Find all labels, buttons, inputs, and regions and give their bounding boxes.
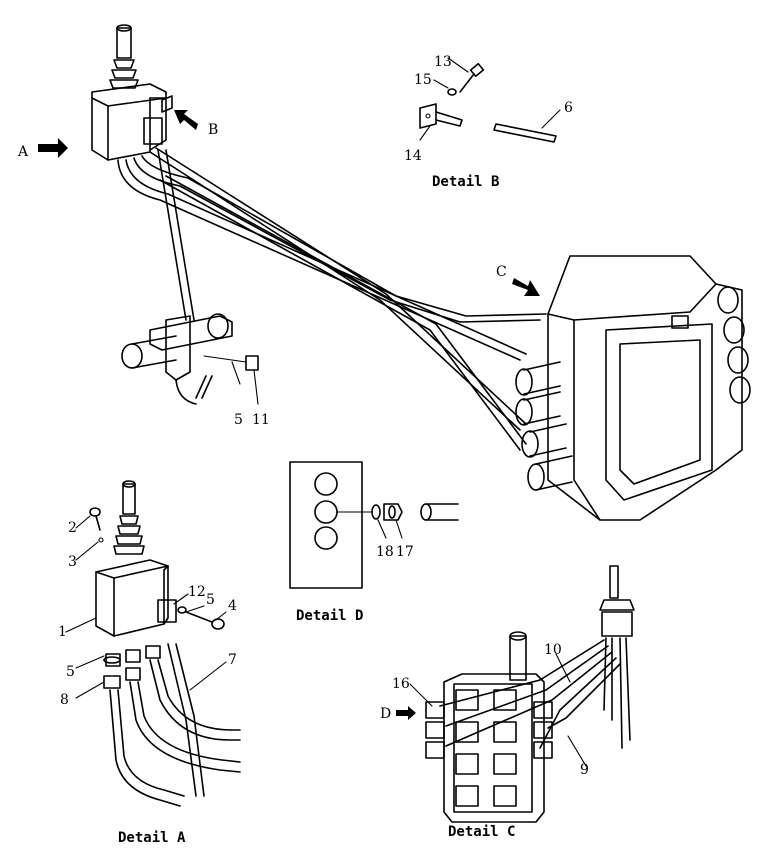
part-label-7: 7 (228, 652, 237, 668)
part-label-6: 6 (564, 100, 573, 116)
detail-c (409, 565, 635, 823)
view-label-a: A (17, 144, 29, 160)
hoses-detail-c (439, 639, 621, 749)
part-label-1: 1 (58, 624, 67, 640)
mounting-bracket (121, 313, 259, 405)
screw-2 (89, 507, 101, 531)
port-1 (314, 472, 338, 496)
callout-11 (253, 369, 259, 405)
caption-detail-b: Detail B (432, 174, 499, 190)
leader-10 (555, 653, 571, 683)
leader-12 (173, 593, 189, 605)
washer-15 (447, 88, 457, 96)
leader-17 (395, 519, 403, 539)
caption-detail-a: Detail A (118, 830, 186, 846)
fittings-detail-a (103, 645, 161, 689)
part-label-15: 15 (414, 72, 432, 88)
washer-3 (98, 537, 104, 543)
fitting-17 (383, 503, 403, 521)
leader-5-right (185, 605, 205, 613)
part-label-9: 9 (580, 762, 589, 778)
caption-detail-c: Detail C (448, 824, 515, 840)
part-label-2: 2 (68, 520, 77, 536)
leader-6 (541, 109, 561, 129)
view-arrow-c (512, 278, 540, 296)
leader-8 (75, 681, 105, 699)
bolt-4 (185, 611, 225, 630)
part-label-17: 17 (396, 544, 414, 560)
joystick-lever (109, 24, 139, 89)
part-label-5-right: 5 (206, 592, 215, 608)
part-label-16: 16 (392, 676, 410, 692)
part-label-18: 18 (376, 544, 394, 560)
oring-18 (371, 504, 381, 520)
pilot-hoses (117, 147, 547, 451)
part-label-4: 4 (228, 598, 237, 614)
washer-5-detail-a (177, 606, 187, 614)
port-2 (314, 500, 338, 524)
bracket-14 (419, 103, 463, 129)
caption-detail-d: Detail D (296, 608, 363, 624)
leader-4 (215, 611, 227, 621)
leader-14 (419, 125, 431, 141)
part-label-13: 13 (434, 54, 452, 70)
control-valve-block (515, 255, 751, 521)
leader-13 (447, 57, 469, 73)
leader-15 (433, 79, 449, 89)
part-label-3: 3 (68, 554, 77, 570)
leader-5-left (75, 655, 105, 669)
part-label-5-main: 5 (234, 412, 243, 428)
part-label-14: 14 (404, 148, 422, 164)
leader-3 (75, 541, 99, 561)
detail-b (419, 57, 561, 143)
leader-1 (65, 617, 97, 633)
valve-body-detail-a (95, 559, 177, 637)
callout-5-main (231, 361, 241, 385)
leader-2 (75, 515, 91, 529)
detail-a (65, 480, 241, 807)
view-label-c: C (496, 264, 507, 280)
view-arrow-d (396, 706, 416, 720)
part-label-5-left: 5 (66, 664, 75, 680)
view-arrow-a (38, 138, 68, 158)
main-assembly (91, 24, 751, 521)
port-plate (289, 461, 363, 589)
detail-d (289, 461, 459, 589)
part-label-11: 11 (252, 412, 270, 428)
lever-detail-a (113, 480, 145, 555)
leader-16 (409, 683, 433, 707)
part-label-12: 12 (188, 584, 206, 600)
hoses-detail-a (109, 643, 241, 807)
leader-18 (377, 519, 387, 539)
view-arrow-b (174, 110, 198, 130)
part-label-8: 8 (60, 692, 69, 708)
valve-block-detail-c (425, 631, 553, 823)
view-label-d: D (380, 706, 391, 722)
pilot-valve-body (91, 83, 173, 161)
bolt-13 (459, 62, 485, 93)
view-label-b: B (208, 122, 218, 138)
part-label-10: 10 (544, 642, 562, 658)
leader-7 (189, 661, 227, 691)
port-3 (314, 526, 338, 550)
pin-6 (493, 123, 557, 143)
leader-9 (567, 735, 587, 767)
